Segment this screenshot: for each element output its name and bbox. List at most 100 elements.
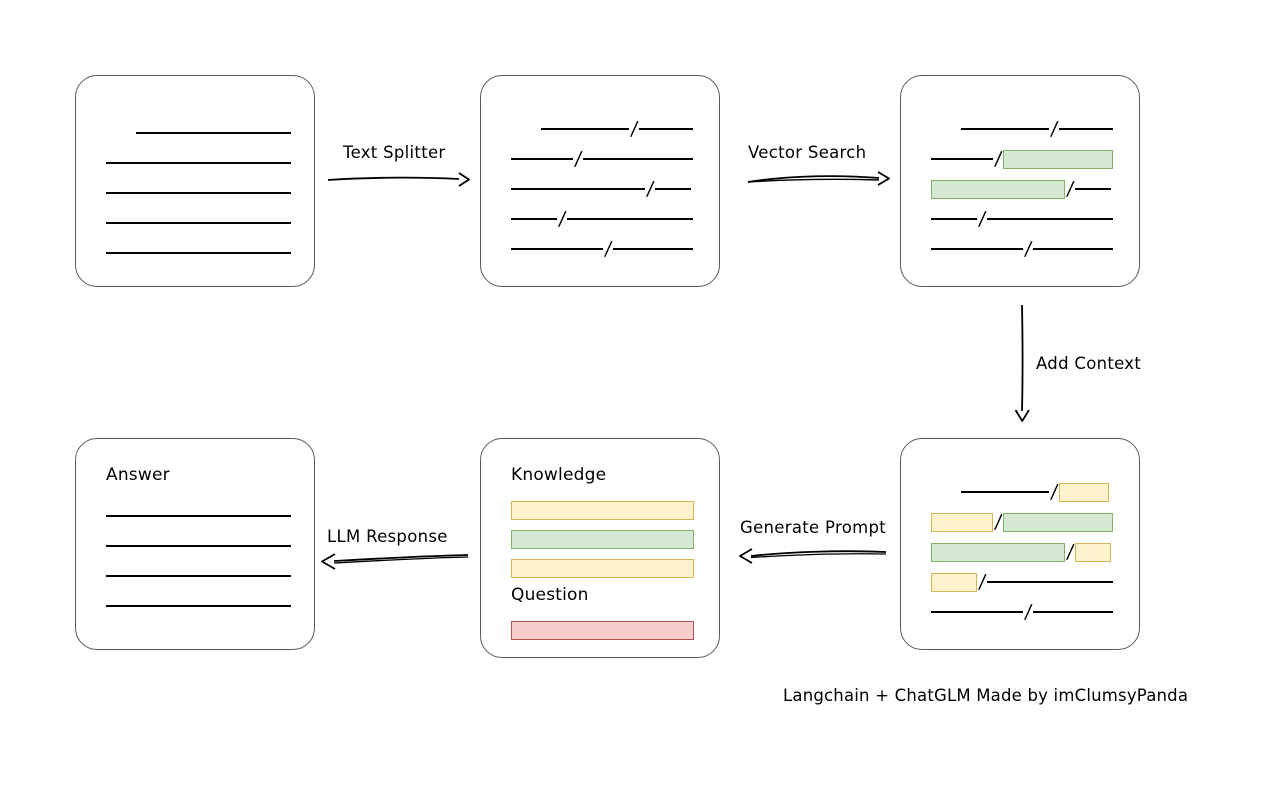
highlight-chip-green bbox=[1003, 512, 1114, 532]
text-rule bbox=[583, 158, 694, 160]
document-line: / bbox=[901, 569, 1169, 595]
text-rule bbox=[106, 575, 291, 577]
document-line bbox=[76, 180, 344, 206]
text-rule bbox=[987, 581, 1114, 583]
text-rule bbox=[931, 611, 1023, 613]
document-line bbox=[76, 563, 344, 589]
chunk-separator: / bbox=[573, 147, 584, 170]
prompt-bar-row bbox=[481, 497, 749, 523]
prompt-bar-row bbox=[481, 555, 749, 581]
highlight-chip-yellow bbox=[1075, 542, 1112, 562]
knowledge-heading: Knowledge bbox=[511, 465, 607, 485]
text-rule bbox=[511, 158, 573, 160]
source-document-lines bbox=[76, 76, 314, 286]
text-rule bbox=[511, 248, 603, 250]
prompt-bar-green bbox=[511, 529, 694, 549]
card-answer[interactable]: Answer bbox=[75, 438, 315, 650]
arrow-text-splitter bbox=[327, 172, 470, 187]
text-rule bbox=[613, 248, 694, 250]
card-split-chunks[interactable]: ///// bbox=[480, 75, 720, 287]
prompt-bar-yellow bbox=[511, 558, 694, 578]
text-rule bbox=[106, 545, 291, 547]
document-line: / bbox=[901, 146, 1169, 172]
question-bars bbox=[481, 439, 719, 657]
card-prompt[interactable]: Knowledge Question bbox=[480, 438, 720, 658]
edge-label-vector-search: Vector Search bbox=[748, 143, 867, 162]
text-rule bbox=[931, 218, 977, 220]
prompt-bar-row bbox=[481, 526, 749, 552]
text-rule bbox=[106, 515, 291, 517]
chunk-separator: / bbox=[603, 237, 614, 260]
chunk-separator: / bbox=[977, 570, 988, 593]
chunk-separator: / bbox=[977, 207, 988, 230]
text-rule bbox=[511, 188, 645, 190]
document-line bbox=[76, 120, 344, 146]
text-rule bbox=[1033, 248, 1114, 250]
text-rule bbox=[961, 491, 1049, 493]
chunk-separator: / bbox=[645, 177, 656, 200]
text-rule bbox=[961, 128, 1049, 130]
prompt-bar-yellow bbox=[511, 500, 694, 520]
edge-label-add-context: Add Context bbox=[1036, 354, 1142, 373]
answer-heading: Answer bbox=[106, 465, 170, 485]
highlight-chip-green bbox=[1003, 149, 1114, 169]
document-line: / bbox=[901, 176, 1169, 202]
arrow-generate-prompt bbox=[739, 548, 887, 564]
prompt-bar-red bbox=[511, 620, 694, 640]
document-line: / bbox=[481, 146, 749, 172]
document-line: / bbox=[901, 236, 1169, 262]
highlight-chip-green bbox=[931, 542, 1065, 562]
footnote-credit: Langchain + ChatGLM Made by imClumsyPand… bbox=[783, 686, 1189, 705]
document-line: / bbox=[481, 206, 749, 232]
text-rule bbox=[567, 218, 694, 220]
document-line: / bbox=[901, 509, 1169, 535]
chunk-separator: / bbox=[1049, 117, 1060, 140]
text-rule bbox=[106, 252, 291, 254]
text-rule bbox=[1075, 188, 1112, 190]
card-source-document[interactable] bbox=[75, 75, 315, 287]
document-line: / bbox=[901, 479, 1169, 505]
answer-lines bbox=[76, 439, 314, 649]
chunk-separator: / bbox=[1023, 600, 1034, 623]
highlight-chip-yellow bbox=[931, 572, 977, 592]
highlight-chip-yellow bbox=[931, 512, 993, 532]
text-rule bbox=[106, 162, 291, 164]
document-line: / bbox=[481, 176, 749, 202]
text-rule bbox=[639, 128, 694, 130]
text-rule bbox=[106, 605, 291, 607]
document-line bbox=[76, 503, 344, 529]
text-rule bbox=[1033, 611, 1114, 613]
edge-label-text-splitter: Text Splitter bbox=[343, 143, 446, 162]
question-heading: Question bbox=[511, 585, 589, 605]
chunk-separator: / bbox=[1065, 177, 1076, 200]
edge-label-llm-response: LLM Response bbox=[327, 527, 448, 546]
chunk-separator: / bbox=[1023, 237, 1034, 260]
context-chunks-lines: ///// bbox=[901, 439, 1139, 649]
text-rule bbox=[511, 218, 557, 220]
text-rule bbox=[541, 128, 629, 130]
card-context-chunks[interactable]: ///// bbox=[900, 438, 1140, 650]
text-rule bbox=[987, 218, 1114, 220]
text-rule bbox=[106, 222, 291, 224]
highlight-chip-green bbox=[931, 179, 1065, 199]
split-chunks-lines: ///// bbox=[481, 76, 719, 286]
document-line bbox=[76, 150, 344, 176]
chunk-separator: / bbox=[629, 117, 640, 140]
document-line: / bbox=[901, 116, 1169, 142]
document-line bbox=[76, 533, 344, 559]
edge-label-generate-prompt: Generate Prompt bbox=[740, 518, 886, 537]
document-line: / bbox=[481, 236, 749, 262]
arrow-vector-search bbox=[747, 171, 890, 186]
document-line: / bbox=[901, 539, 1169, 565]
text-rule bbox=[931, 248, 1023, 250]
prompt-bar-row bbox=[481, 617, 749, 643]
card-matched-chunks[interactable]: ///// bbox=[900, 75, 1140, 287]
document-line bbox=[76, 593, 344, 619]
document-line: / bbox=[481, 116, 749, 142]
document-line bbox=[76, 240, 344, 266]
text-rule bbox=[931, 158, 993, 160]
knowledge-bars bbox=[481, 439, 719, 657]
text-rule bbox=[655, 188, 692, 190]
arrow-add-context bbox=[1014, 304, 1030, 422]
